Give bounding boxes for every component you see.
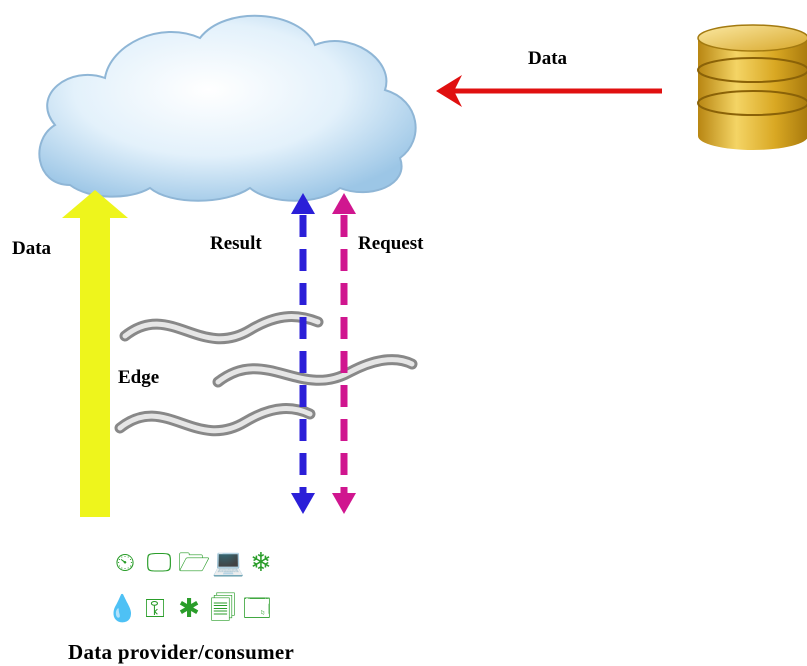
snowflake-icon: ❄	[250, 548, 272, 578]
top-data-label: Data	[528, 48, 568, 69]
edge-label: Edge	[118, 367, 160, 388]
monitor-icon: 🖵	[146, 548, 172, 578]
clock-icon: ⏲	[114, 548, 136, 578]
key-icon: ⚿	[145, 594, 165, 624]
device-icons-row-1: ⏲ 🖵 🗁 💻 ❄	[110, 548, 276, 578]
drop-icon: 💧	[106, 594, 139, 624]
device-icons-row-2: 💧 ⚿ ✱ 🗐 🗔	[106, 594, 272, 624]
data-provider-consumer-label: Data provider/consumer	[68, 640, 295, 664]
upload-arrow-yellow	[62, 190, 128, 517]
folder-doc-icon: 🗁	[178, 548, 211, 578]
result-arrow-blue	[291, 193, 315, 514]
laptop-icon: 💻	[212, 548, 245, 578]
asterisk-icon: ✱	[178, 594, 200, 624]
request-arrow-magenta	[332, 193, 356, 514]
documents-icon: 🗐	[210, 594, 236, 624]
window-icon: 🗔	[242, 594, 272, 624]
result-label: Result	[210, 233, 262, 254]
edge-waves	[114, 311, 418, 437]
database-icon	[697, 24, 807, 150]
data-arrow-red	[436, 75, 662, 107]
cloud-icon	[38, 14, 417, 202]
left-data-label: Data	[12, 238, 52, 259]
request-label: Request	[358, 233, 424, 254]
